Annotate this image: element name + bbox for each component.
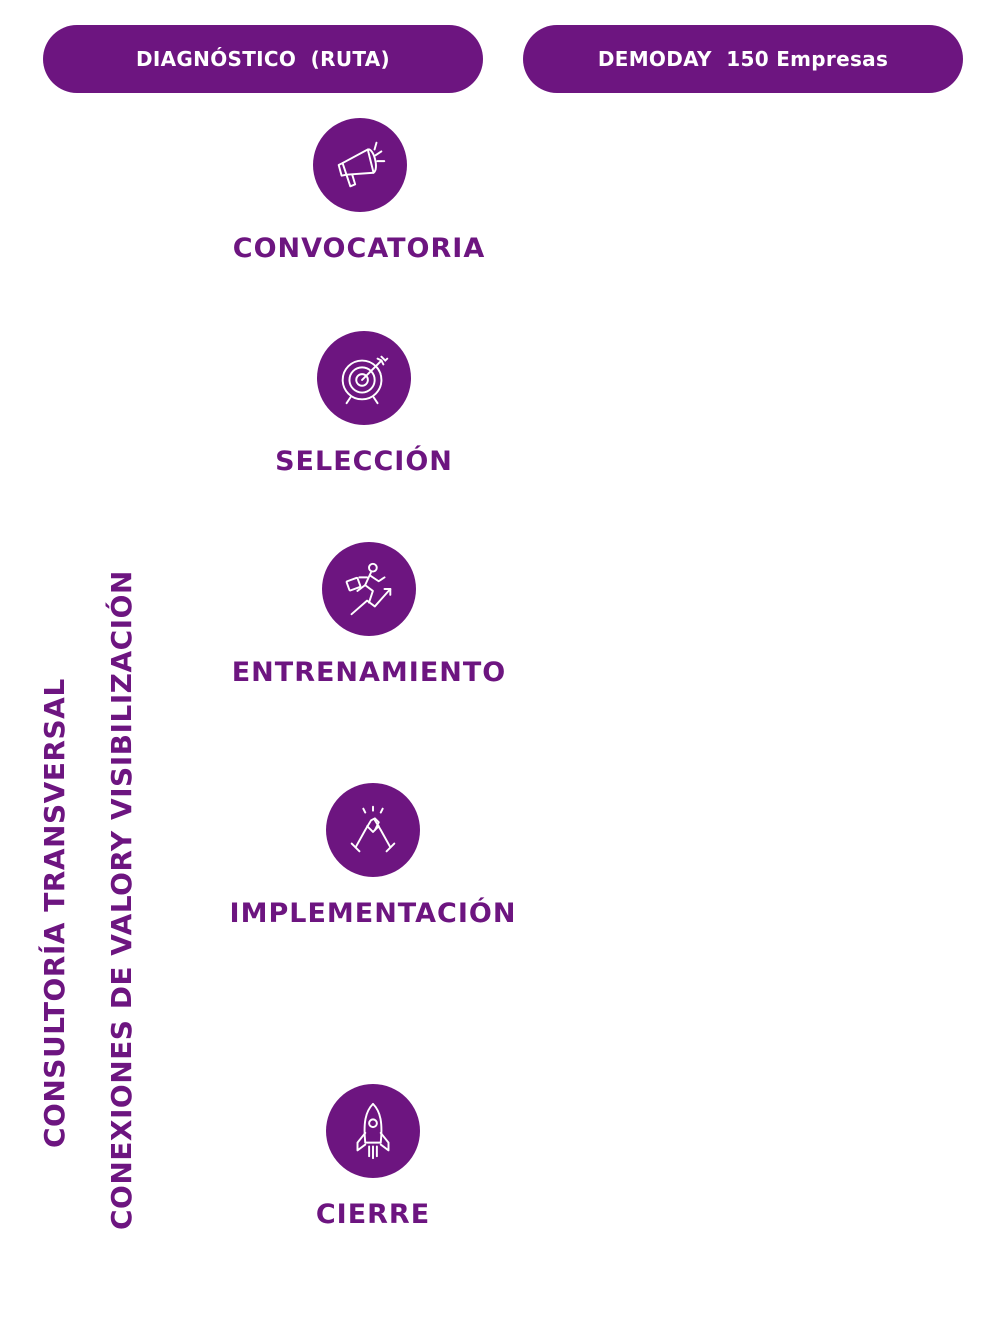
megaphone-icon	[337, 141, 386, 188]
conexiones-valor-label: CONEXIONES DE VALORY VISIBILIZACIÓN	[105, 570, 138, 1230]
step-seleccion-icon-circle	[317, 331, 411, 425]
target-icon	[341, 355, 389, 405]
step-label-seleccion: SELECCIÓN	[275, 446, 453, 477]
handshake-icon	[350, 805, 396, 853]
step-label-convocatoria: CONVOCATORIA	[232, 233, 486, 264]
step-label-entrenamiento: ENTRENAMIENTO	[231, 657, 507, 688]
step-label-cierre: CIERRE	[315, 1199, 431, 1230]
step-label-implementacion: IMPLEMENTACIÓN	[229, 898, 517, 929]
step-cierre-icon-circle	[326, 1084, 420, 1178]
consultoria-transversal-label: CONSULTORÍA TRANSVERSAL	[38, 678, 71, 1148]
step-implementacion-icon-circle	[326, 783, 420, 877]
running-growth-icon	[345, 562, 392, 616]
diagnostico-header-pill: DIAGNÓSTICO (RUTA)	[43, 25, 483, 93]
step-convocatoria-icon-circle	[313, 118, 407, 212]
step-entrenamiento-icon-circle	[322, 542, 416, 636]
demoday-header-pill: DEMODAY 150 Empresas	[523, 25, 963, 93]
rocket-icon	[356, 1102, 390, 1160]
